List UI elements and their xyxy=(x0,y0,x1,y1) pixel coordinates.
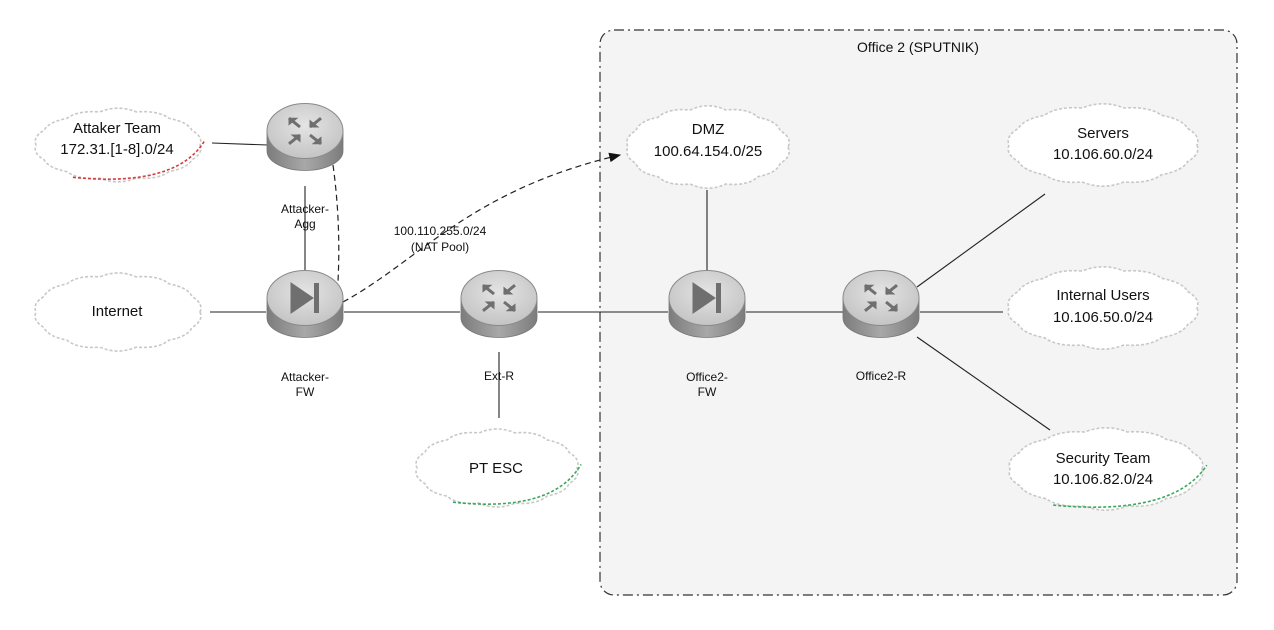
attacker-agg-router-icon[interactable] xyxy=(266,103,344,171)
internal-users-subnet: 10.106.50.0/24 xyxy=(1052,309,1154,326)
cloud-servers-shape xyxy=(1007,103,1199,187)
attacker-agg-router-icon-top xyxy=(266,103,344,159)
cloud-pt-esc-accent xyxy=(452,464,582,505)
office2-r-router-icon-top xyxy=(842,270,920,326)
cloud-internal-users xyxy=(1007,266,1199,350)
office2-r-router-icon[interactable] xyxy=(842,270,920,338)
ext-r-router-icon[interactable] xyxy=(460,270,538,338)
dmz-subnet: 100.64.154.0/25 xyxy=(653,143,763,160)
link-office2r-servers xyxy=(916,193,1046,288)
cloud-pt-esc xyxy=(415,428,582,508)
cloud-internal-users-shape xyxy=(1007,266,1199,350)
cloud-dmz-shape xyxy=(626,105,790,189)
dmz-name: DMZ xyxy=(691,121,725,138)
attacker-agg-label-1: Attacker- xyxy=(280,202,329,216)
servers-subnet: 10.106.60.0/24 xyxy=(1052,146,1154,163)
router-arrows-glyph xyxy=(482,284,516,312)
cloud-security-team xyxy=(1008,427,1208,511)
nat-path-dashed-left xyxy=(332,164,340,299)
attacker-agg-label-2: Agg xyxy=(294,217,316,231)
cloud-internet xyxy=(34,272,202,352)
office2-title: Office 2 (SPUTNIK) xyxy=(857,39,979,55)
cloud-pt-esc-shape xyxy=(415,428,579,508)
office2-fw-label-2: FW xyxy=(697,385,717,399)
link-attacker-team-agg xyxy=(211,142,269,146)
security-team-name: Security Team xyxy=(1055,450,1151,467)
link-office2r-security xyxy=(916,336,1051,431)
pt-esc-name: PT ESC xyxy=(469,460,523,477)
cloud-dmz xyxy=(626,105,790,189)
cloud-security-team-accent xyxy=(1053,464,1208,508)
nat-pool-caption: (NAT Pool) xyxy=(410,240,470,254)
firewall-play-glyph xyxy=(290,282,319,314)
internal-users-name: Internal Users xyxy=(1056,287,1150,304)
firewall-play-glyph xyxy=(692,282,721,314)
cloud-servers xyxy=(1007,103,1199,187)
internet-name: Internet xyxy=(91,303,143,320)
attacker-fw-firewall-icon[interactable] xyxy=(266,270,344,338)
office2-fw-firewall-icon[interactable] xyxy=(668,270,746,338)
nat-path-dashed-arrow xyxy=(342,152,622,303)
connections xyxy=(210,142,1051,431)
cloud-internet-shape xyxy=(34,272,202,352)
cloud-attacker-team xyxy=(34,107,205,183)
office2-r-label: Office2-R xyxy=(855,369,907,383)
cloud-attacker-team-shape xyxy=(34,107,202,183)
attacker-team-subnet: 172.31.[1-8].0/24 xyxy=(60,141,174,158)
attacker-fw-label-1: Attacker- xyxy=(280,370,329,384)
servers-name: Servers xyxy=(1077,125,1129,142)
cloud-security-team-shape xyxy=(1008,427,1204,511)
nat-pool-subnet: 100.110.255.0/24 xyxy=(393,224,487,238)
office2-fw-label-1: Office2- xyxy=(686,370,728,384)
ext-r-label: Ext-R xyxy=(484,369,514,383)
attacker-fw-label-2: FW xyxy=(295,385,315,399)
router-arrows-glyph xyxy=(864,284,898,312)
router-arrows-glyph xyxy=(288,117,322,145)
cloud-attacker-team-accent xyxy=(72,141,205,180)
ext-r-router-icon-top xyxy=(460,270,538,326)
attacker-team-name: Attaker Team xyxy=(72,120,162,137)
security-team-subnet: 10.106.82.0/24 xyxy=(1052,471,1154,488)
